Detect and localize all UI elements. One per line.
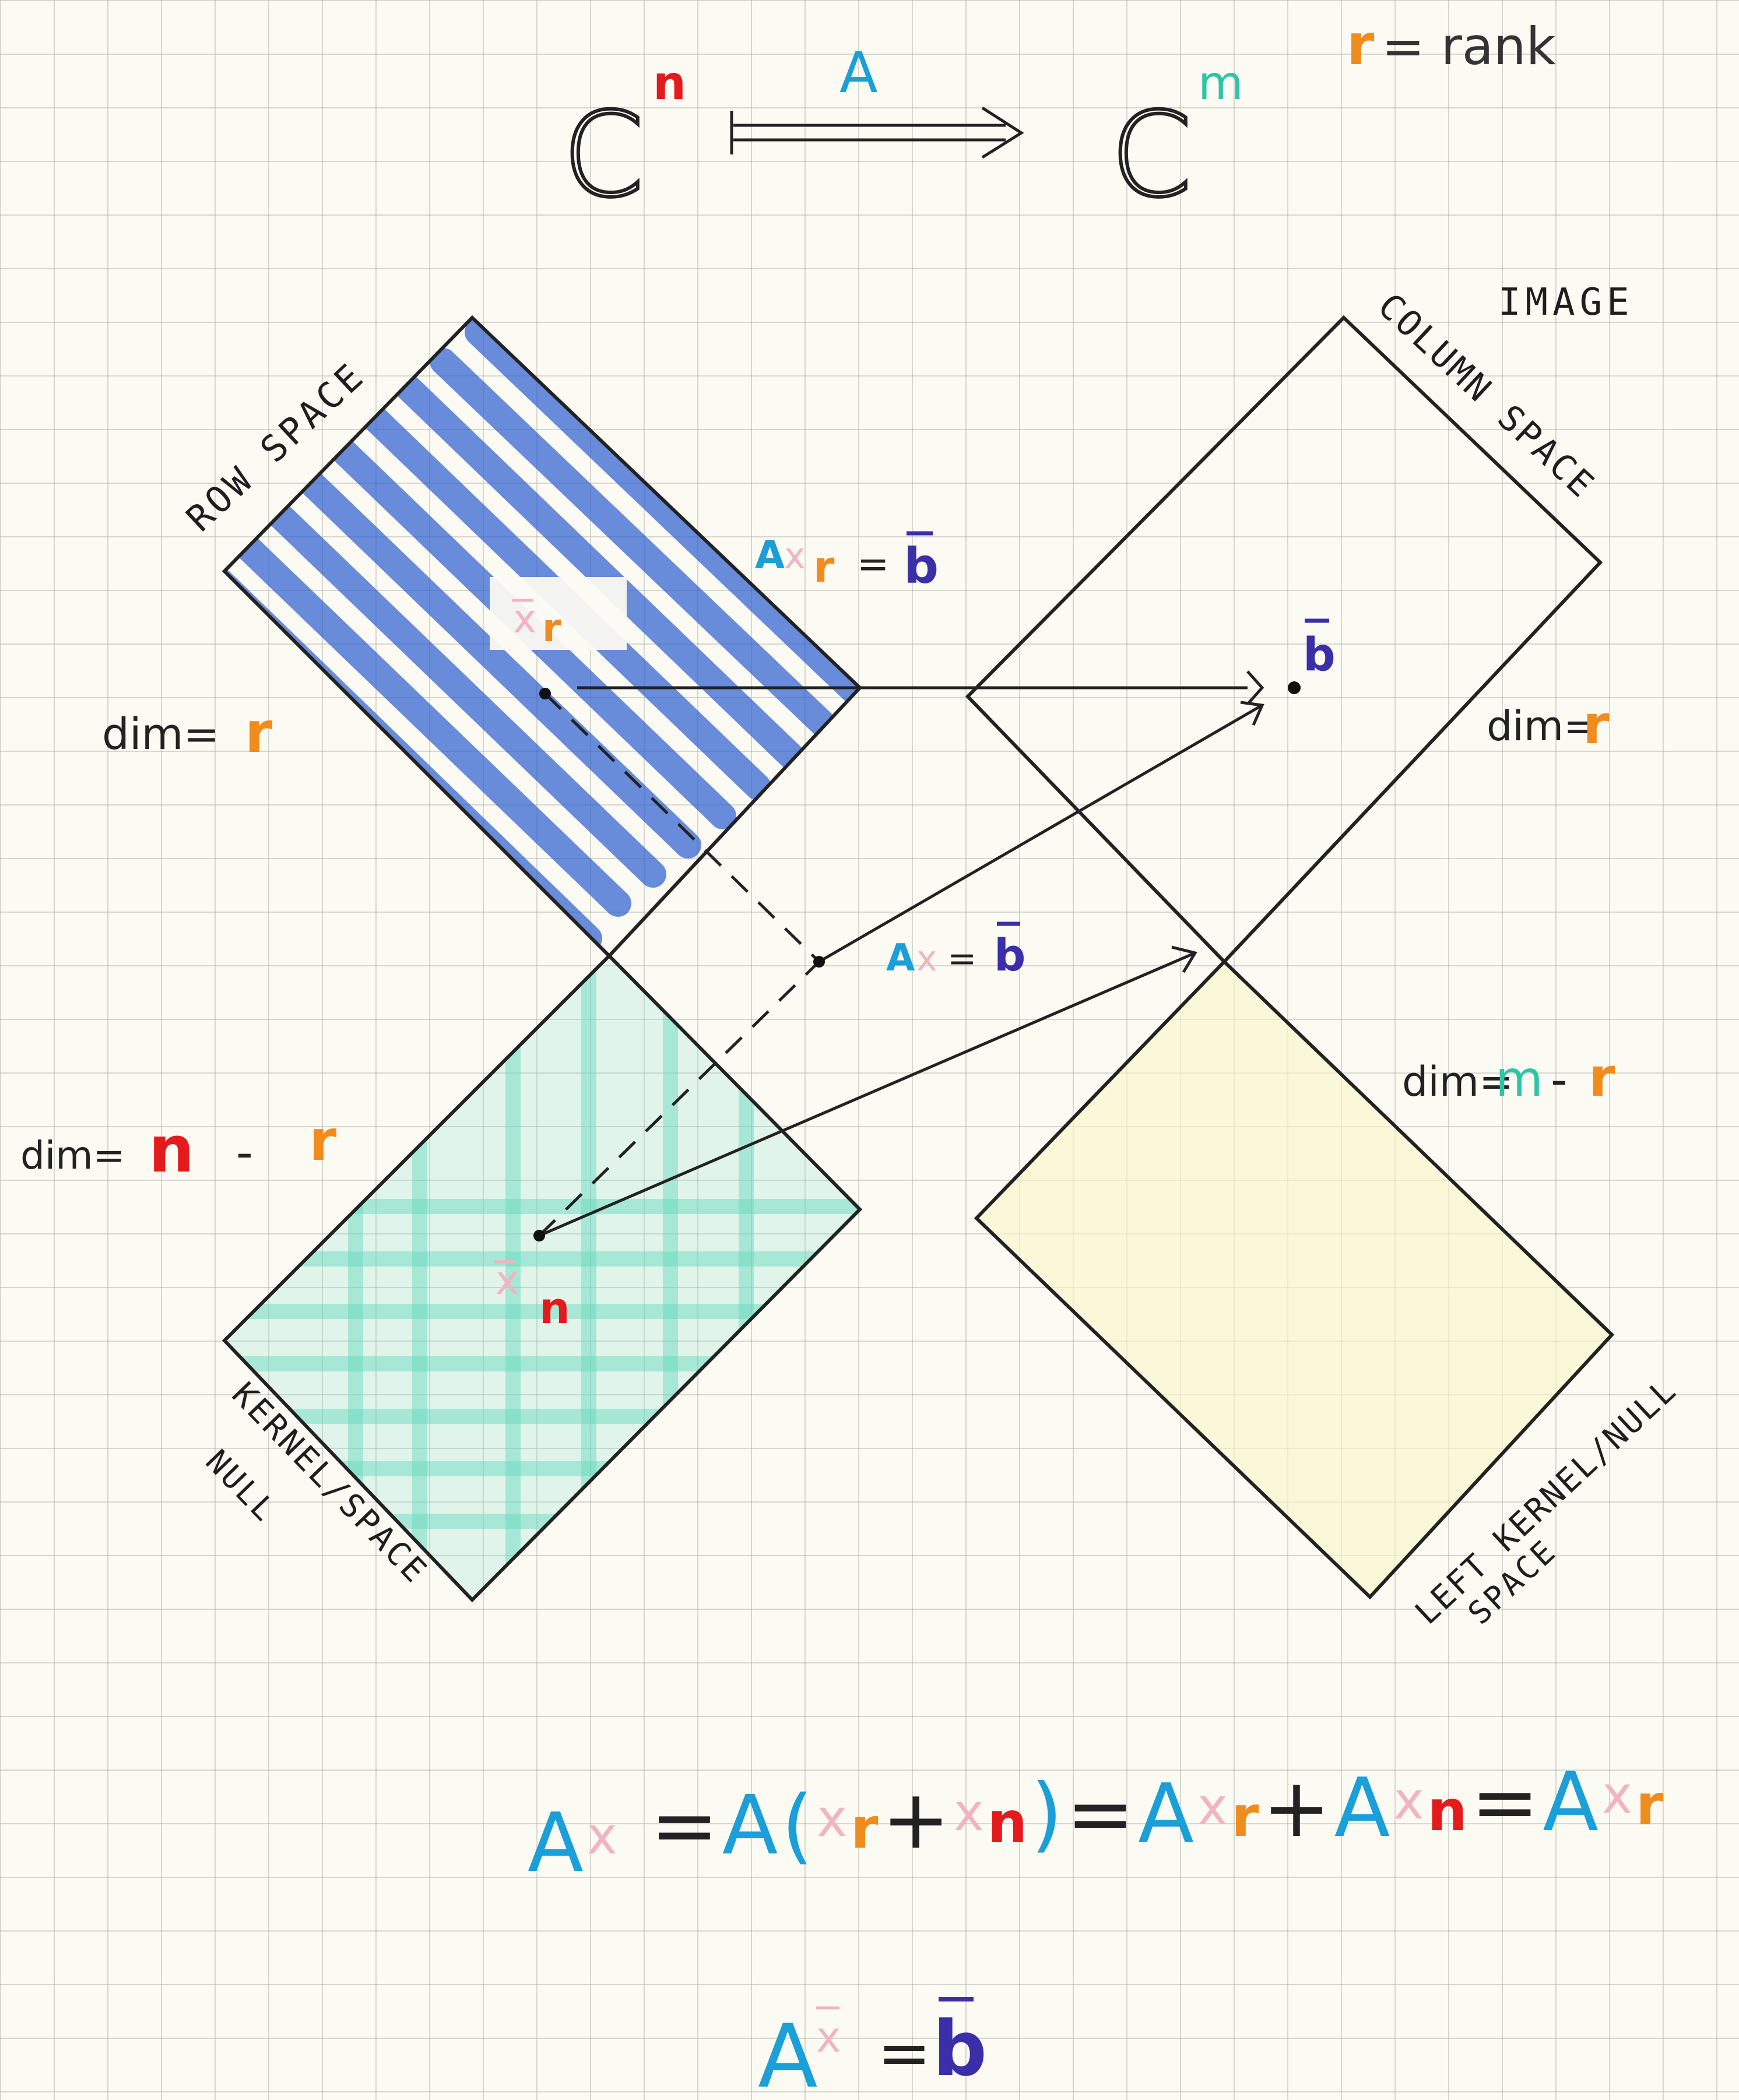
domain-exponent: n xyxy=(653,56,686,110)
eq-mid-x: x xyxy=(916,938,937,979)
dim-left: dim= m - r xyxy=(1402,1046,1615,1109)
decomp-token: x xyxy=(817,1788,851,1848)
eq-row-a: A xyxy=(755,533,785,578)
eq-row-x: x xyxy=(784,534,806,577)
decomp-token: = xyxy=(1471,1755,1543,1850)
dim-row-value: r xyxy=(245,700,273,765)
decomp-token: n xyxy=(1428,1778,1471,1844)
arrowhead-xn-to-origin xyxy=(1171,945,1197,973)
dim-kernel-r: r xyxy=(309,1108,337,1173)
eq-row-b: b xyxy=(904,537,939,595)
vector-b-label: b xyxy=(1303,618,1336,681)
equation-a-xr-b: A x r = b xyxy=(755,531,939,595)
final-a: A xyxy=(758,2006,818,2100)
arrowhead-x-to-b xyxy=(1240,701,1264,726)
kernel-region xyxy=(222,953,863,1603)
dim-row: dim= r xyxy=(102,700,273,765)
vector-x-n-label: x n xyxy=(494,1258,570,1334)
x-r-subscript: r xyxy=(542,606,561,650)
point-b xyxy=(1288,681,1301,694)
final-b: b xyxy=(933,2004,987,2093)
decomp-token: n xyxy=(988,1790,1031,1855)
arrow-x-to-b xyxy=(818,703,1263,963)
dim-row-prefix: dim= xyxy=(102,709,220,759)
mapping-arrows xyxy=(538,670,1264,1237)
eq-mid-b: b xyxy=(994,929,1025,981)
decomp-token: A xyxy=(1334,1761,1394,1856)
dim-left-prefix: dim= xyxy=(1402,1058,1513,1106)
x-r-label-patch xyxy=(490,577,627,650)
x-r-glyph: x xyxy=(513,596,536,642)
domain-space-label: C xyxy=(563,87,644,223)
eq-mid-eq: = xyxy=(947,938,976,979)
point-x-r xyxy=(539,688,551,699)
decomp-token: x xyxy=(1197,1777,1231,1837)
equation-a-x-b: A x = b xyxy=(886,921,1025,981)
dim-left-r: r xyxy=(1589,1046,1615,1109)
decomp-token: = xyxy=(621,1778,722,1873)
decomp-token: x xyxy=(587,1806,621,1866)
decomp-token: r xyxy=(1231,1784,1262,1849)
eq-row-sub: r xyxy=(813,542,835,592)
x-n-glyph: x xyxy=(496,1258,519,1304)
decomp-token: x xyxy=(954,1782,988,1842)
dim-kernel-n: n xyxy=(149,1112,194,1187)
dim-kernel-minus: - xyxy=(236,1125,253,1180)
final-x: x xyxy=(816,2013,841,2062)
decomp-token: A xyxy=(1138,1767,1197,1862)
kernel-outline xyxy=(222,953,863,1603)
decomp-token: + xyxy=(1262,1761,1334,1856)
dim-column-prefix: dim= xyxy=(1487,702,1598,750)
decomp-token: ) xyxy=(1031,1767,1066,1862)
point-x-n xyxy=(533,1230,545,1241)
decomp-token: r xyxy=(851,1796,881,1861)
header: C n A C m r = rank xyxy=(561,12,1556,225)
point-x xyxy=(813,956,825,968)
map-arrow xyxy=(730,106,1024,159)
rank-definition: = rank xyxy=(1382,16,1556,76)
decomp-token: A xyxy=(1543,1755,1602,1850)
decomp-token: A( xyxy=(722,1778,817,1873)
vector-x-r-label: x r xyxy=(512,596,561,650)
arrowhead-xr-to-b xyxy=(1246,670,1264,705)
dim-column-value: r xyxy=(1583,694,1610,756)
image-label: IMAGE xyxy=(1498,281,1634,324)
decomposition-equation: Ax =A(xr+xn)=Axr+Axn=Axr xyxy=(528,1755,1667,1891)
b-glyph: b xyxy=(1303,629,1336,681)
decomp-token: r xyxy=(1636,1772,1667,1838)
null-label: NULL xyxy=(199,1443,284,1529)
decomp-token: + xyxy=(881,1772,953,1867)
left-null-space-region xyxy=(974,959,1615,1600)
dim-left-minus: - xyxy=(1551,1053,1568,1107)
dim-kernel-prefix: dim= xyxy=(20,1133,125,1178)
dim-left-m: m xyxy=(1495,1050,1543,1107)
final-equation: A x = b xyxy=(758,1997,987,2100)
decomp-token: = xyxy=(1066,1767,1138,1862)
decomp-token: x xyxy=(1393,1771,1427,1831)
arrow-xn-to-origin xyxy=(539,951,1196,1237)
dim-kernel: dim= n - r xyxy=(20,1108,337,1187)
eq-row-eq: = xyxy=(857,541,889,586)
decomp-token: A xyxy=(528,1796,587,1891)
final-eq: = xyxy=(877,2015,931,2090)
dashed-xn-to-x xyxy=(538,961,820,1237)
map-label: A xyxy=(839,40,878,105)
left-null-space-outline xyxy=(974,959,1615,1600)
codomain-space-label: C xyxy=(1111,87,1192,223)
rank-symbol: r xyxy=(1347,12,1375,78)
dashed-xr-to-x xyxy=(544,692,820,963)
eq-mid-a: A xyxy=(886,937,915,980)
codomain-exponent: m xyxy=(1198,56,1243,110)
x-n-subscript: n xyxy=(539,1283,570,1334)
dim-column: dim= r xyxy=(1487,694,1610,756)
decomp-token: x xyxy=(1602,1765,1636,1825)
